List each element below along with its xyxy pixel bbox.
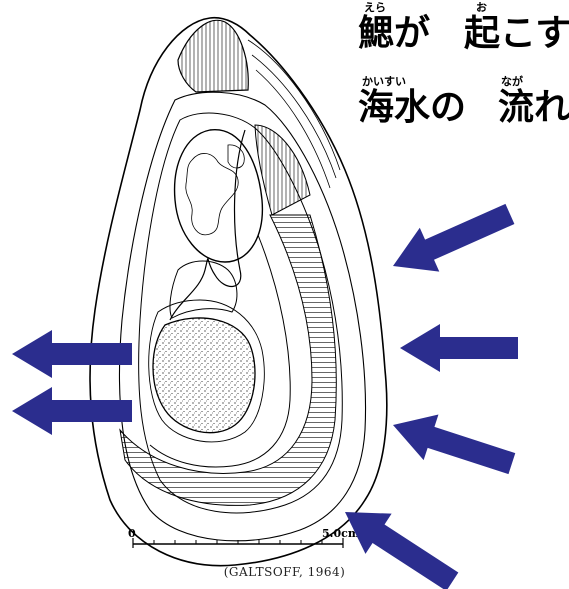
arrow-in-icon	[400, 324, 518, 372]
caption-word-seawater: 海水の	[358, 86, 466, 130]
adductor-muscle	[153, 318, 255, 433]
outflow-arrows	[12, 330, 132, 435]
pericardium	[170, 261, 237, 318]
figure-credit: (GALTSOFF, 1964)	[0, 565, 569, 579]
caption-word-okosu: 起こす	[464, 12, 569, 56]
caption-word-gill: 鰓が	[358, 12, 430, 56]
caption-word-flow: 流れ	[498, 86, 569, 130]
hinge-ligament	[178, 20, 248, 92]
arrow-in-icon	[383, 192, 519, 288]
arrow-in-icon	[386, 402, 520, 486]
arrow-out-icon	[12, 330, 132, 378]
scale-start-label: 0	[128, 527, 136, 540]
inflow-arrows	[332, 192, 520, 589]
arrow-out-icon	[12, 387, 132, 435]
scale-bar: 0 5.0cm	[128, 527, 360, 548]
